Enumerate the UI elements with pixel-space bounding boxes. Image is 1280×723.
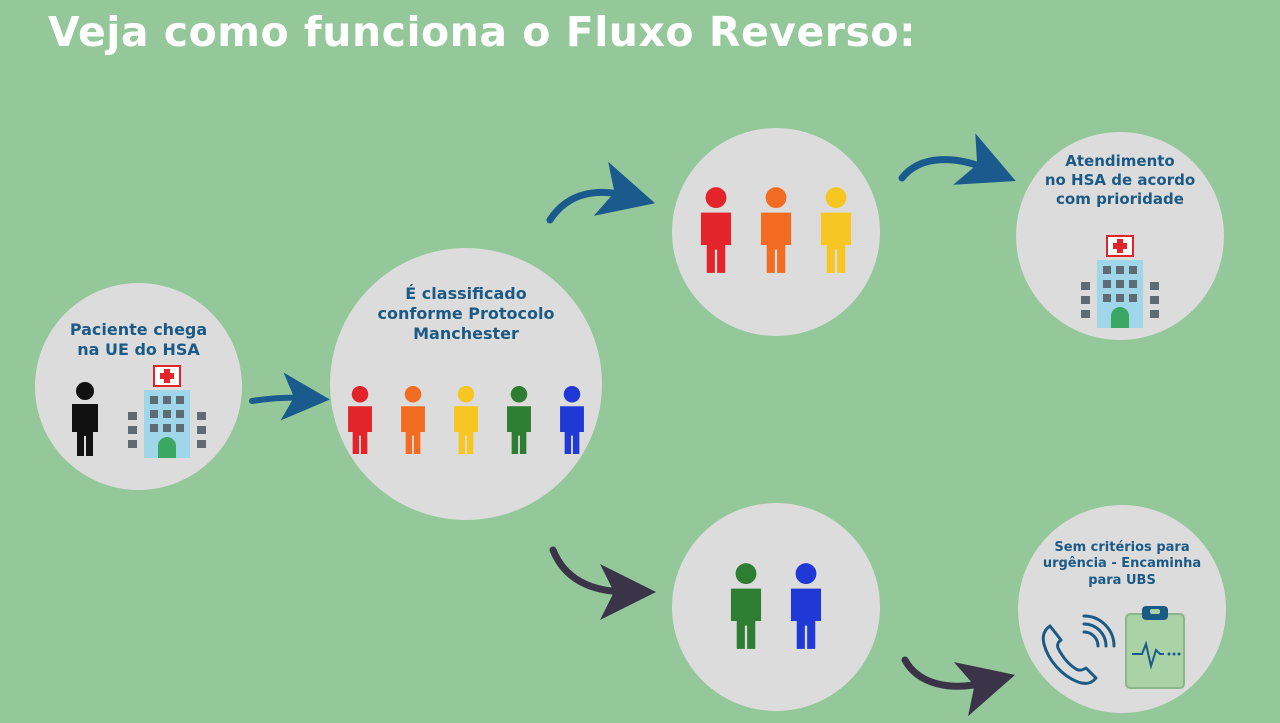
person-icon bbox=[348, 386, 372, 454]
hospital-icon bbox=[124, 365, 210, 458]
classification-node bbox=[330, 248, 602, 520]
low-priority-group-node bbox=[672, 503, 880, 711]
clipboard-icon bbox=[1125, 606, 1185, 689]
arrow-icon bbox=[549, 546, 656, 620]
referral-node bbox=[1018, 505, 1226, 713]
referral-label: Sem critérios para urgência - Encaminha … bbox=[1042, 540, 1202, 588]
page-title: Veja como funciona o Fluxo Reverso: bbox=[48, 8, 916, 56]
phone-icon bbox=[1041, 614, 1116, 685]
priority-people bbox=[694, 186, 864, 276]
classification-people bbox=[342, 386, 592, 456]
person-icon bbox=[760, 187, 792, 273]
priority-care-label: Atendimento no HSA de acordo com priorid… bbox=[1044, 152, 1196, 208]
arrow-icon bbox=[901, 656, 1016, 717]
arrow-icon bbox=[546, 161, 656, 224]
arrow-icon bbox=[898, 133, 1016, 185]
person-icon bbox=[454, 386, 478, 454]
person-icon bbox=[730, 563, 762, 649]
person-icon bbox=[820, 187, 852, 273]
person-icon bbox=[507, 386, 531, 454]
person-icon bbox=[72, 382, 98, 456]
person-icon bbox=[560, 386, 584, 454]
person-icon bbox=[790, 563, 822, 649]
person-icon bbox=[700, 187, 732, 273]
low-priority-people bbox=[724, 561, 834, 653]
arrival-label: Paciente chega na UE do HSA bbox=[69, 320, 208, 359]
person-icon bbox=[401, 386, 425, 454]
classification-label: É classificado conforme Protocolo Manche… bbox=[377, 284, 555, 343]
hospital-icon bbox=[1077, 235, 1163, 328]
arrow-icon bbox=[249, 372, 330, 421]
